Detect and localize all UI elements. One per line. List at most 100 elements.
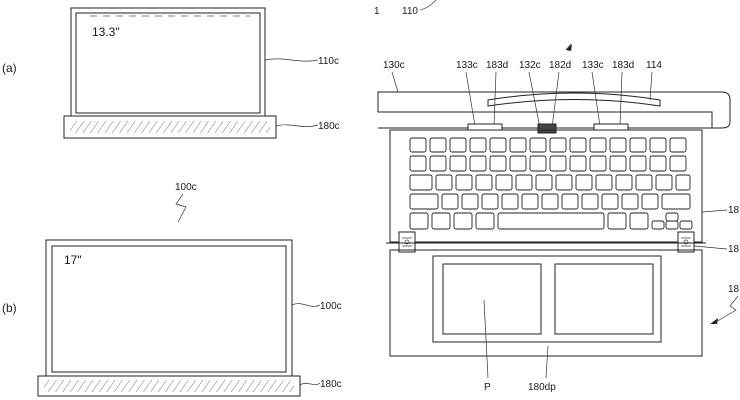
leader-183d-left	[493, 71, 497, 127]
ref-182d: 182d	[549, 60, 571, 71]
keyboard-key	[629, 212, 649, 230]
leader-180c-b	[299, 382, 321, 386]
side-hinge-left	[398, 231, 416, 253]
ref-130c: 130c	[383, 60, 405, 71]
keyboard-key	[535, 174, 553, 191]
keyboard-key	[649, 137, 667, 153]
keyboard-key	[409, 193, 439, 210]
keyboard-key	[409, 212, 429, 230]
keyboard-key	[549, 137, 567, 153]
ref-183d-right: 183d	[612, 60, 634, 71]
leader-right-2	[693, 245, 728, 250]
ref-P: P	[484, 382, 491, 393]
keyboard-key	[581, 193, 599, 210]
keyboard-key	[589, 155, 607, 172]
leader-182d	[551, 71, 560, 129]
ref-183d-left: 183d	[486, 60, 508, 71]
figure-b-marker: (b)	[2, 301, 17, 315]
ref-100c: 100c	[320, 301, 342, 312]
touchpad-right	[554, 263, 654, 335]
keyboard-key	[655, 174, 673, 191]
keyboard-key	[475, 174, 493, 191]
hinge-block-left	[467, 123, 503, 131]
keyboard-key	[521, 193, 539, 210]
ref-133c-right: 133c	[582, 60, 604, 71]
view-arrow	[566, 44, 572, 51]
hinge-rail	[377, 91, 731, 129]
ref-100c-device: 100c	[175, 182, 197, 193]
keyboard-key	[555, 174, 573, 191]
ref-114: 114	[646, 60, 662, 71]
leader-110c	[264, 58, 319, 62]
keyboard-key	[575, 174, 593, 191]
leader-P	[483, 299, 489, 379]
keyboard-key	[529, 155, 547, 172]
screen-size-17: 17"	[64, 253, 82, 267]
keyboard-key	[621, 193, 639, 210]
keyboard-key	[409, 155, 427, 172]
keyboard-key	[541, 193, 559, 210]
keyboard-key	[549, 155, 567, 172]
ref-top-110: 110	[402, 6, 418, 17]
keyboard-key	[609, 155, 627, 172]
ref-180dp: 180dp	[528, 382, 556, 393]
keyboard-key	[431, 212, 451, 230]
figure-c: 1 110 130c 133c 183d 132c 182d 133c 183d…	[374, 0, 740, 393]
leader-180dp	[545, 345, 549, 379]
view-arrow-shaft	[565, 43, 572, 51]
keyboard-key	[481, 193, 499, 210]
keyboard-key	[509, 137, 527, 153]
leader-130c	[391, 71, 399, 93]
keyboard-key	[607, 212, 627, 230]
hinge-block-right	[593, 123, 629, 131]
keyboard-key	[629, 155, 647, 172]
ref-top-1: 1	[374, 6, 380, 17]
keyboard-key	[495, 174, 513, 191]
keyboard-key	[449, 137, 467, 153]
keyboard-key	[629, 137, 647, 153]
leader-132c	[528, 71, 541, 129]
keyboard-key	[651, 220, 665, 230]
keyboard-key	[453, 212, 473, 230]
figure-a-marker: (a)	[2, 61, 17, 75]
ref-132c: 132c	[519, 60, 541, 71]
keyboard-key	[641, 193, 659, 210]
screen-size-13: 13.3"	[92, 25, 120, 39]
keyboard-key	[455, 174, 473, 191]
side-hinge-right	[677, 231, 695, 253]
leader-133c-right	[591, 71, 601, 127]
leader-right-3	[715, 295, 739, 323]
keyboard-key	[529, 137, 547, 153]
keyboard-key	[475, 212, 495, 230]
keyboard-key	[429, 137, 447, 153]
keyboard-key	[669, 137, 687, 153]
lower-body	[389, 249, 703, 357]
keyboard-key	[669, 155, 687, 172]
leader-114	[649, 71, 653, 101]
base-17-hatch	[44, 380, 294, 392]
keyboard-key	[429, 155, 447, 172]
keyboard-key	[661, 193, 691, 210]
keyboard-key	[469, 137, 487, 153]
keyboard-key	[497, 212, 605, 230]
keyboard-keys	[409, 137, 693, 230]
leader-right-1	[701, 209, 728, 213]
leader-180c-a	[275, 124, 319, 128]
keyboard-key	[409, 137, 427, 153]
leader-100c	[291, 303, 321, 307]
ref-180c-b: 180c	[320, 379, 342, 390]
ref-110c: 110c	[318, 56, 339, 67]
keyboard-key	[635, 174, 653, 191]
rail-groove	[487, 92, 661, 107]
touchpad-frame	[432, 255, 662, 343]
figure-b: 100c (b) 17" 100c 180c	[2, 182, 342, 397]
ref-180c-a: 180c	[318, 121, 340, 132]
keyboard-key	[665, 220, 679, 230]
keyboard-key	[569, 137, 587, 153]
keyboard-key	[441, 193, 459, 210]
leader-right-3-arrow	[710, 318, 718, 324]
keyboard-deck	[389, 129, 703, 243]
keyboard-key	[665, 212, 679, 222]
display-17-inner	[51, 245, 287, 373]
